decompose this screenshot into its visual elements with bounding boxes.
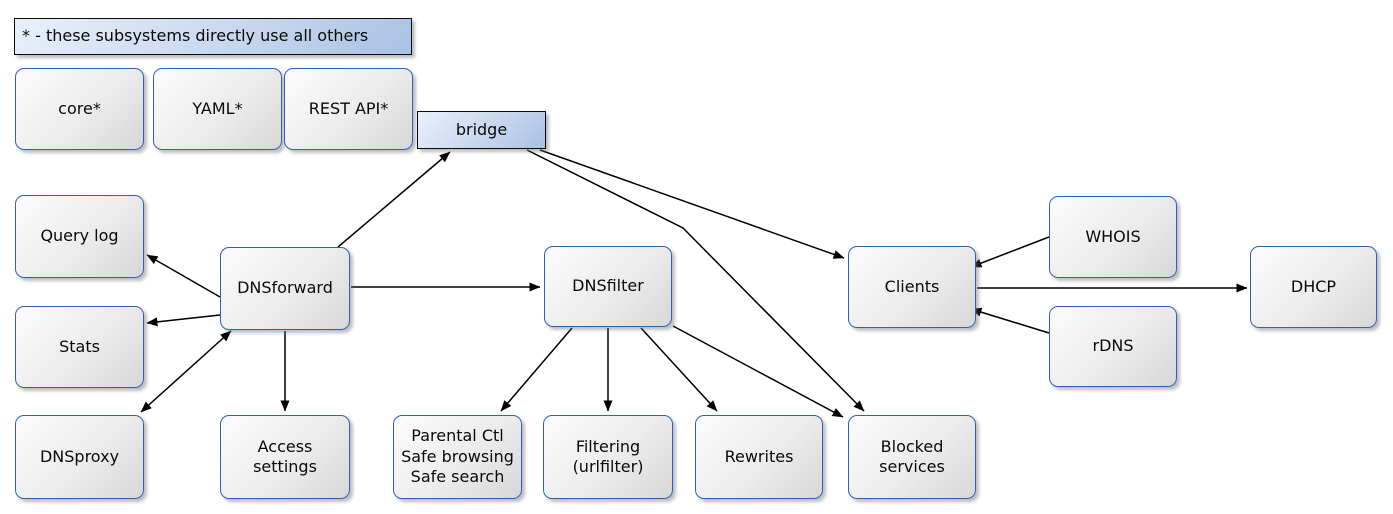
edge-bridge-blocked [526, 149, 865, 412]
edge-dnsfilter-rewrites [640, 327, 718, 412]
edge-whois-clients [970, 236, 1050, 268]
node-access: Access settings [220, 415, 350, 499]
node-rdns: rDNS [1049, 306, 1177, 387]
node-blocked: Blocked services [848, 415, 976, 499]
edge-dnsforward-dnsproxy [140, 330, 232, 413]
node-restapi: REST API* [284, 68, 413, 150]
node-bridge: bridge [417, 111, 546, 149]
node-legend: * - these subsystems directly use all ot… [14, 18, 412, 55]
edge-dnsfilter-parental [500, 327, 573, 412]
node-rewrites: Rewrites [695, 415, 823, 499]
edge-bridge-clients [539, 149, 845, 259]
node-stats: Stats [15, 306, 144, 388]
node-dnsforward: DNSforward [220, 247, 350, 330]
node-whois: WHOIS [1049, 196, 1177, 278]
node-parental: Parental Ctl Safe browsing Safe search [393, 415, 522, 499]
edge-dnsforward-bridge [337, 151, 451, 248]
node-dhcp: DHCP [1250, 246, 1377, 328]
node-yaml: YAML* [153, 68, 282, 150]
edge-dnsforward-stats [146, 314, 221, 327]
node-core: core* [15, 68, 144, 150]
node-clients: Clients [848, 246, 976, 328]
edge-rdns-clients [970, 307, 1050, 334]
edge-dnsfilter-blocked [672, 325, 844, 418]
edge-dnsforward-querylog [146, 254, 221, 298]
node-dnsproxy: DNSproxy [15, 415, 144, 499]
node-filtering: Filtering (urlfilter) [543, 415, 673, 499]
node-dnsfilter: DNSfilter [544, 246, 672, 327]
node-querylog: Query log [15, 195, 144, 278]
